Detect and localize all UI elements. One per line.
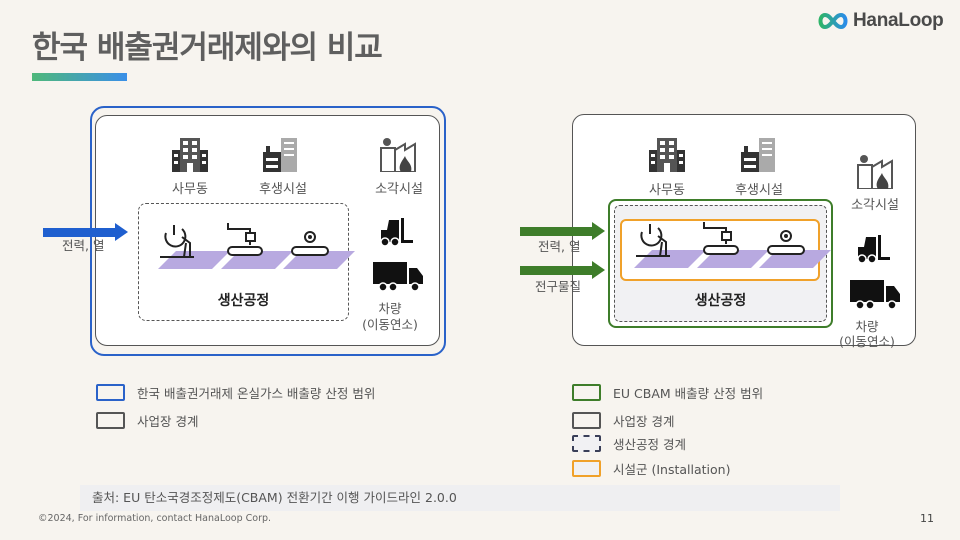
legend-swatch-orange [572,460,601,477]
truck-icon [850,280,900,314]
source-citation: 출처: EU 탄소국경조정제도(CBAM) 전환기간 이행 가이드라인 2.0.… [80,485,840,511]
vehicle-label-line2-right: (이동연소) [839,334,895,349]
page-number: 11 [920,512,934,525]
precursor-input-arrow [520,261,605,279]
welfare-facility-icon [263,138,299,176]
legend-item-site-right: 사업장 경계 [572,411,674,430]
logo-text: HanaLoop [853,10,944,31]
building-label-welfare-right: 후생시설 [735,183,783,198]
robot-arm-conveyor-icon [227,223,263,256]
legend-swatch-dashed [572,435,601,452]
legend-item-installation: 시설군 (Installation) [572,459,730,478]
legend-swatch-gray [96,412,125,429]
vehicle-label-line1-left: 차량 [378,301,402,316]
building-label-office-right: 사무동 [649,183,685,198]
gear-conveyor-icon [291,231,329,256]
process-icons-left [152,223,355,273]
energy-input-label-left: 전력, 열 [62,238,105,253]
office-building-icon [172,138,208,176]
legend-swatch-green [572,384,601,401]
energy-input-arrow-left [43,223,128,241]
precursor-input-label: 전구물질 [535,279,582,294]
legend-swatch-gray [572,412,601,429]
incinerator-icon [379,138,417,176]
building-label-incinerator-right: 소각시설 [851,198,899,213]
building-label-office: 사무동 [172,182,208,197]
page-title: 한국 배출권거래제와의 비교 [32,30,383,66]
forklift-icon [856,235,890,267]
ladle-icon [636,224,670,257]
legend-item-process: 생산공정 경계 [572,434,686,453]
energy-input-label-right: 전력, 열 [538,239,581,254]
process-icons-right [628,222,831,272]
legend-item-eu-scope: EU CBAM 배출량 산정 범위 [572,383,763,402]
incinerator-icon [856,155,894,193]
truck-icon [373,262,423,296]
energy-input-arrow-right [520,222,605,240]
infinity-loop-icon [818,12,848,30]
vehicle-label-line1-right: 차량 [855,319,879,334]
production-process-label-right: 생산공정 [694,293,747,309]
legend-item-site-left: 사업장 경계 [96,411,198,430]
title-underline [32,73,127,81]
robot-arm-conveyor-icon [703,222,739,255]
vehicle-label-line2-left: (이동연소) [362,317,418,332]
legend-swatch-blue [96,384,125,401]
ladle-icon [160,225,194,258]
production-process-label-left: 생산공정 [217,293,270,309]
building-label-incinerator: 소각시설 [375,182,423,197]
forklift-icon [379,218,413,250]
eu-cbam-scope-boundary [608,199,833,328]
legend-item-kr-scope: 한국 배출권거래제 온실가스 배출량 산정 범위 [96,383,375,402]
copyright-footer: ©2024, For information, contact HanaLoop… [38,513,272,524]
office-building-icon [649,138,685,176]
production-process-boundary-left [138,203,349,321]
welfare-facility-icon [741,138,777,176]
building-label-welfare: 후생시설 [259,182,307,197]
gear-conveyor-icon [767,230,805,255]
hanaloop-logo: HanaLoop [816,10,944,32]
